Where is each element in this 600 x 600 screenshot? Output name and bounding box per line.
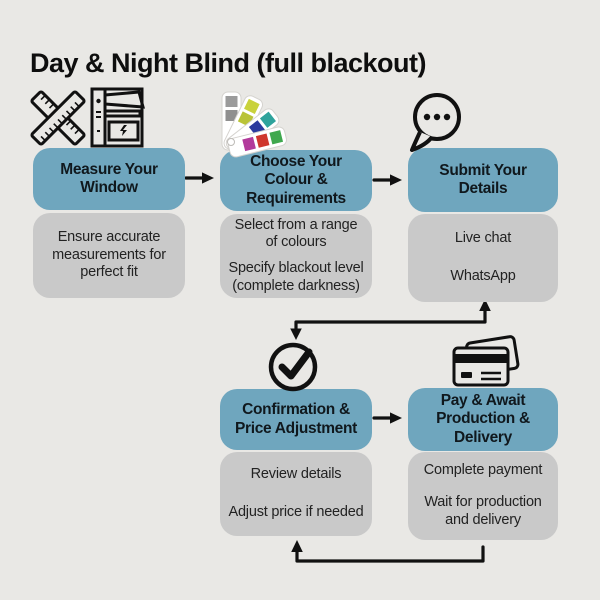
window-blind-icon <box>90 87 145 148</box>
step-5-detail-2: Wait for production and delivery <box>424 494 542 528</box>
arrowhead-down-mid <box>290 328 302 340</box>
step-3-detail-2: WhatsApp <box>450 268 516 284</box>
step-3-detail-1: Live chat <box>454 230 512 247</box>
step-1-title-box: Measure Your Window <box>33 148 185 210</box>
step-3-title: Submit Your Details <box>439 161 527 197</box>
page-title: Day & Night Blind (full blackout) <box>30 48 427 79</box>
step-1-detail-box: Ensure accurate measurements for perfect… <box>33 213 185 298</box>
step-3-title-box: Submit Your Details <box>408 148 558 212</box>
step-1-title: Measure Your Window <box>60 160 158 196</box>
step-2-detail-box: Select from a range of colours Specify b… <box>220 214 372 298</box>
step-2-detail-1: Select from a range of colours <box>234 216 358 251</box>
step-4-detail-1: Review details <box>250 466 342 483</box>
step-2-title: Choose Your Colour & Requirements <box>246 153 346 207</box>
connector-step3-step4 <box>294 304 487 335</box>
arrowhead-right-1 <box>202 172 214 184</box>
arrowhead-right-3 <box>390 412 402 424</box>
colour-swatch-fan-icon <box>221 91 287 158</box>
chat-bubble-icon <box>410 93 461 152</box>
step-4-detail-box: Review details Adjust price if needed <box>220 452 372 536</box>
step-2-title-box: Choose Your Colour & Requirements <box>220 150 372 211</box>
step-5-detail-box: Complete payment Wait for production and… <box>408 452 558 540</box>
ruler-icon <box>30 90 86 146</box>
step-3-detail-box: Live chat WhatsApp <box>408 214 558 302</box>
step-5-detail-1: Complete payment <box>423 462 543 479</box>
arrowhead-up-mid <box>479 299 491 311</box>
arrowhead-up-bottom <box>291 540 303 552</box>
step-2-detail-2: Specify blackout level (complete darknes… <box>228 260 364 294</box>
step-1-detail: Ensure accurate measurements for perfect… <box>52 228 166 281</box>
step-4-detail-2: Adjust price if needed <box>228 504 364 520</box>
step-4-title: Confirmation & Price Adjustment <box>234 401 358 437</box>
credit-card-icon <box>452 335 520 387</box>
step-5-title-box: Pay & Await Production & Delivery <box>408 388 558 451</box>
step-5-title: Pay & Await Production & Delivery <box>436 392 530 446</box>
step-4-title-box: Confirmation & Price Adjustment <box>220 389 372 450</box>
connector-step5-step4-loop <box>295 545 485 563</box>
check-circle-icon <box>268 342 318 392</box>
arrowhead-right-2 <box>390 174 402 186</box>
